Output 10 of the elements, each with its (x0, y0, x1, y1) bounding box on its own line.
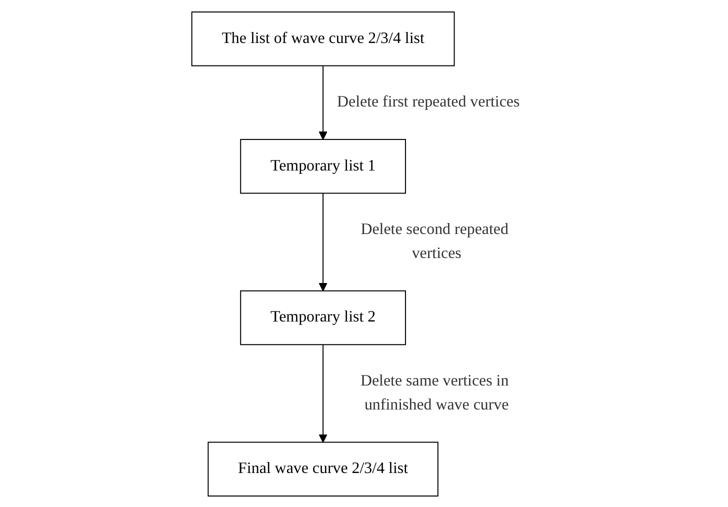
arrow (318, 344, 328, 442)
node-box: Final wave curve 2/3/4 list (208, 441, 438, 496)
arrow (318, 192, 328, 291)
edge-label: Delete same vertices in unfinished wave curve (360, 372, 509, 413)
edge-label: Delete first repeated vertices (336, 93, 520, 110)
edge-label: Delete second repeated vertices (360, 220, 508, 262)
arrow (318, 64, 328, 140)
node-box: The list of wave curve 2/3/4 list (191, 10, 455, 66)
node-box: Temporary list 2 (240, 290, 406, 345)
node-box: Temporary list 1 (240, 138, 406, 194)
